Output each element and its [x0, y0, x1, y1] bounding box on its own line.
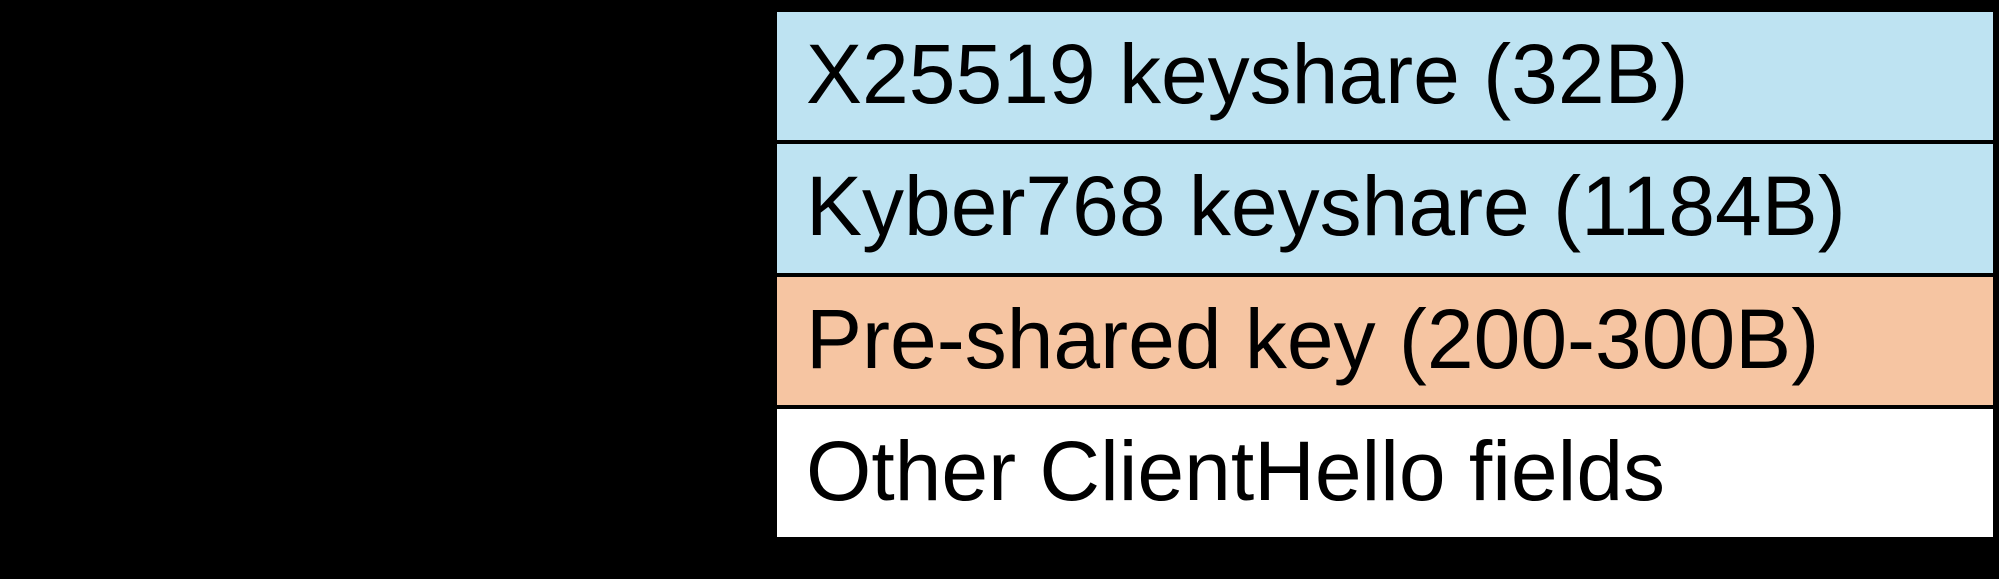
clienthello-size-diagram: X25519 keyshare (32B) Kyber768 keyshare …: [777, 12, 1993, 537]
box-kyber768-keyshare: Kyber768 keyshare (1184B): [777, 144, 1993, 273]
box-label-kyber768-keyshare: Kyber768 keyshare (1184B): [806, 159, 1846, 254]
box-label-other-clienthello-fields: Other ClientHello fields: [806, 423, 1666, 518]
box-x25519-keyshare: X25519 keyshare (32B): [777, 12, 1993, 141]
box-other-clienthello-fields: Other ClientHello fields: [777, 408, 1993, 537]
box-label-pre-shared-key: Pre-shared key (200-300B): [806, 291, 1820, 386]
box-label-x25519-keyshare: X25519 keyshare (32B): [806, 27, 1689, 122]
box-pre-shared-key: Pre-shared key (200-300B): [777, 276, 1993, 405]
